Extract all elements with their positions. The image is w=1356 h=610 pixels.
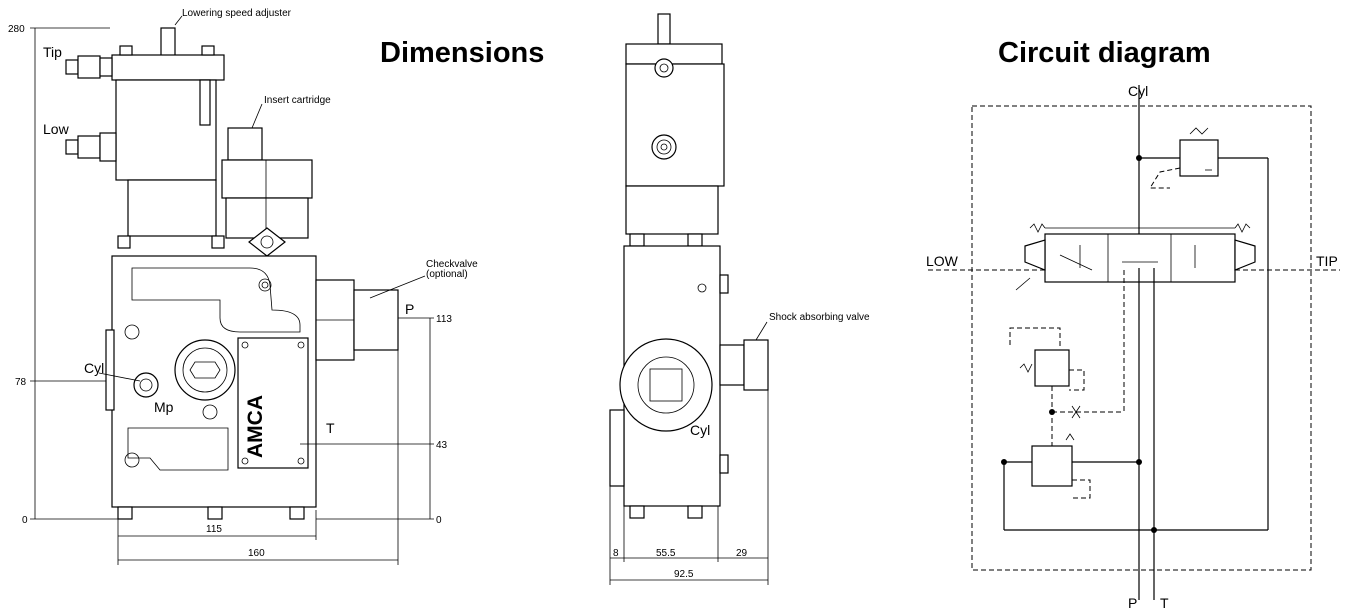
- hydraulic-circuit: [928, 85, 1340, 600]
- dim-113: 113: [436, 314, 452, 325]
- port-cyl-label: Cyl: [84, 360, 104, 376]
- dim-78: 78: [15, 377, 27, 388]
- circuit-tip-label: TIP: [1316, 253, 1338, 269]
- checkvalve-optional-label: (optional): [426, 269, 468, 280]
- brand-logo: AMCA: [244, 395, 267, 458]
- lowering-speed-adjuster-label: Lowering speed adjuster: [182, 8, 292, 19]
- circuit-t-label: T: [1160, 595, 1169, 610]
- side-view-drawing: [609, 13, 769, 585]
- port-low-label: Low: [43, 121, 70, 137]
- dim-8: 8: [613, 548, 619, 559]
- side-port-cyl-label: Cyl: [690, 422, 710, 438]
- circuit-low-label: LOW: [926, 253, 959, 269]
- dim-160: 160: [248, 548, 265, 559]
- port-p-label: P: [405, 301, 414, 317]
- dim-115: 115: [206, 524, 222, 535]
- front-view-drawing: AMCA: [30, 15, 434, 565]
- dim-55-5: 55.5: [656, 548, 676, 559]
- circuit-p-label: P: [1128, 595, 1137, 610]
- circuit-cyl-label: Cyl: [1128, 83, 1148, 99]
- circuit-diagram-heading: Circuit diagram: [998, 37, 1211, 69]
- port-tip-label: Tip: [43, 44, 62, 60]
- port-t-label: T: [326, 420, 335, 436]
- insert-cartridge-label: Insert cartridge: [264, 95, 331, 106]
- shock-absorbing-valve-label: Shock absorbing valve: [769, 312, 870, 323]
- dim-29: 29: [736, 548, 748, 559]
- dim-43: 43: [436, 440, 448, 451]
- port-mp-label: Mp: [154, 399, 174, 415]
- dim-92-5: 92.5: [674, 569, 694, 580]
- checkvalve-label: Checkvalve: [426, 259, 478, 270]
- dim-0-left: 0: [22, 515, 28, 526]
- dim-280: 280: [8, 24, 25, 35]
- dimensions-heading: Dimensions: [380, 37, 544, 69]
- dim-0-right: 0: [436, 515, 442, 526]
